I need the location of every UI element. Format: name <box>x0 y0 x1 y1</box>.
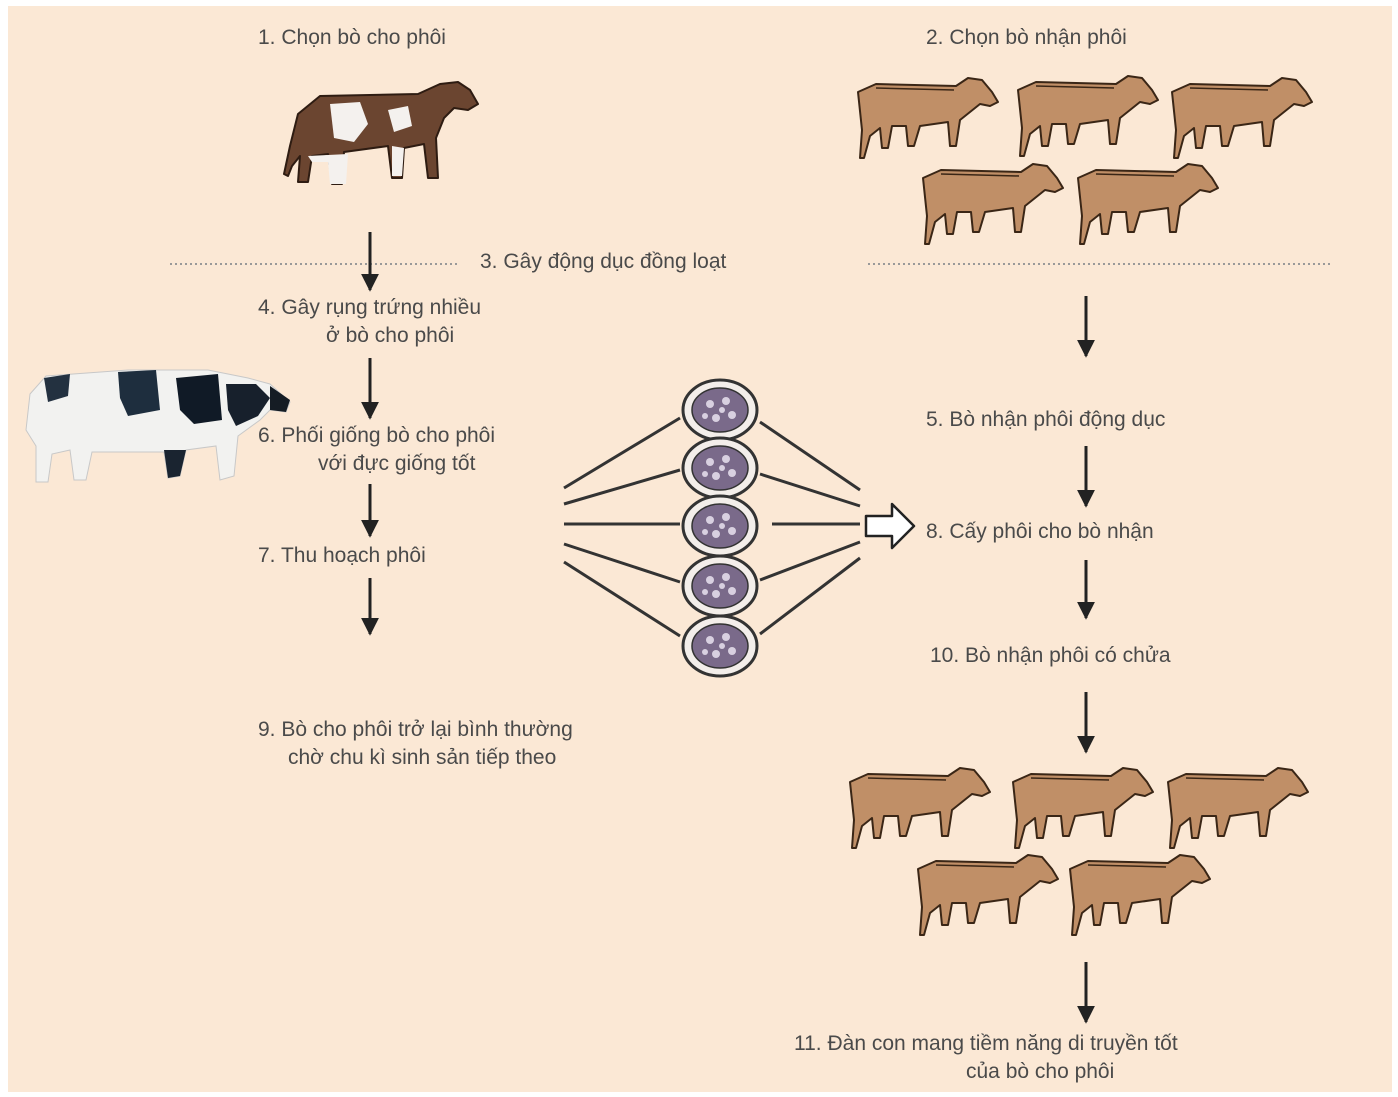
step-8-label: 8. Cấy phôi cho bò nhận <box>926 520 1154 543</box>
step-1-label: 1. Chọn bò cho phôi <box>258 26 446 49</box>
step-5-label: 5. Bò nhận phôi động dục <box>926 408 1166 431</box>
donor-cow-icon <box>283 81 479 185</box>
step-3-label: 3. Gây động dục đồng loạt <box>480 250 727 273</box>
step-11-label-line1: 11. Đàn con mang tiềm năng di truyền tốt <box>794 1032 1178 1055</box>
step-4-label-line1: 4. Gây rụng trứng nhiều <box>258 296 482 319</box>
embryo-dishes <box>681 378 759 678</box>
step-9-label-line1: 9. Bò cho phôi trở lại bình thường <box>258 718 573 741</box>
step-6-label-line2: với đực giống tốt <box>318 452 476 475</box>
step-6-label-line1: 6. Phối giống bò cho phôi <box>258 424 496 447</box>
step-9-label-line2: chờ chu kì sinh sản tiếp theo <box>288 746 557 769</box>
diagram-graphics <box>25 75 1330 1024</box>
diagram-canvas: 1. Chọn bò cho phôi 2. Chọn bò nhận phôi… <box>8 6 1392 1092</box>
embryo-fan-lines-left <box>563 416 681 638</box>
step-11-label-line2: của bò cho phôi <box>966 1060 1115 1083</box>
transfer-arrow-icon <box>864 502 916 550</box>
step-7-label: 7. Thu hoạch phôi <box>258 544 426 567</box>
step-2-label: 2. Chọn bò nhận phôi <box>926 26 1127 49</box>
recipient-cow-herd-top <box>857 75 1313 245</box>
step-4-label-line2: ở bò cho phôi <box>326 324 455 347</box>
offspring-cow-herd-bottom <box>849 767 1309 936</box>
step-10-label: 10. Bò nhận phôi có chửa <box>930 644 1171 667</box>
holstein-cow-icon <box>25 369 291 483</box>
embryo-fan-lines-right <box>759 420 861 636</box>
